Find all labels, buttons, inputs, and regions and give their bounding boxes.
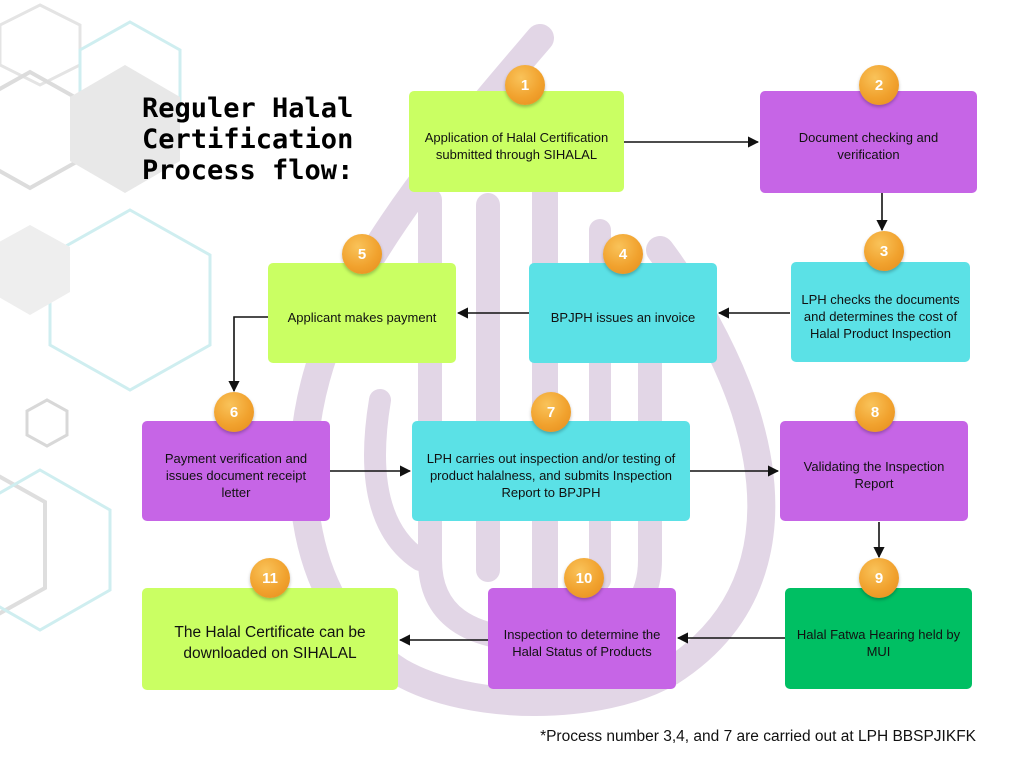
- step-box-7: LPH carries out inspection and/or testin…: [412, 421, 690, 521]
- step-box-1: Application of Halal Certification submi…: [409, 91, 624, 192]
- step-number-badge: 6: [214, 392, 254, 432]
- title-line: Reguler Halal: [142, 93, 354, 124]
- footnote: *Process number 3,4, and 7 are carried o…: [540, 728, 976, 745]
- step-text: Halal Fatwa Hearing held by MUI: [796, 626, 961, 659]
- step-box-11: The Halal Certificate can be downloaded …: [142, 588, 398, 690]
- hexagon-filled: [70, 65, 180, 193]
- step-box-4: BPJPH issues an invoice: [529, 263, 717, 363]
- step-number-badge: 11: [250, 558, 290, 598]
- title-line: Process flow:: [142, 155, 354, 186]
- step-number-badge: 3: [864, 231, 904, 271]
- step-text: LPH checks the documents and determines …: [801, 291, 960, 341]
- step-number-badge: 7: [531, 392, 571, 432]
- step-text: Document checking and verification: [798, 130, 939, 162]
- step-text: Application of Halal Certification submi…: [424, 129, 609, 162]
- step-text: Inspection to determine the Halal Status…: [503, 626, 661, 659]
- step-box-6: Payment verification and issues document…: [142, 421, 330, 521]
- step-text: The Halal Certificate can be downloaded …: [174, 624, 366, 662]
- step-text: Applicant makes payment: [287, 309, 437, 325]
- step-number-badge: 2: [859, 65, 899, 105]
- step-box-2: Document checking and verification: [760, 91, 977, 193]
- step-text: BPJPH issues an invoice: [550, 309, 696, 325]
- step-number-badge: 10: [564, 558, 604, 598]
- title-line: Certification: [142, 124, 354, 155]
- step-box-5: Applicant makes payment: [268, 263, 456, 363]
- step-box-3: LPH checks the documents and determines …: [791, 262, 970, 362]
- page-title: Reguler Halal Certification Process flow…: [142, 93, 382, 186]
- arrow-5-to-6: [228, 316, 268, 393]
- step-number-badge: 1: [505, 65, 545, 105]
- step-box-8: Validating the Inspection Report: [780, 421, 968, 521]
- step-box-9: Halal Fatwa Hearing held by MUI: [785, 588, 972, 689]
- step-number-badge: 8: [855, 392, 895, 432]
- step-number-badge: 4: [603, 234, 643, 274]
- step-number-badge: 5: [342, 234, 382, 274]
- step-text: LPH carries out inspection and/or testin…: [426, 450, 676, 500]
- step-text: Validating the Inspection Report: [803, 459, 945, 491]
- hexagon-filled: [0, 225, 70, 315]
- step-box-10: Inspection to determine the Halal Status…: [488, 588, 676, 689]
- step-number-badge: 9: [859, 558, 899, 598]
- step-text: Payment verification and issues document…: [164, 450, 308, 500]
